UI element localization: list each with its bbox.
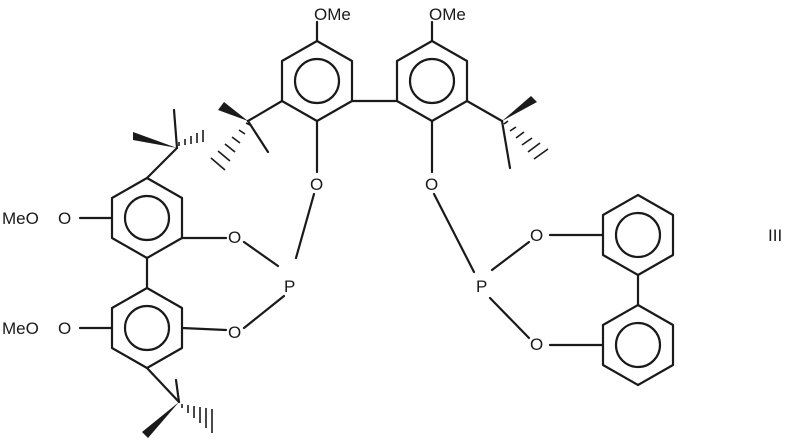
methoxy-oxygen-left-upper: O [58,209,71,228]
tert-butyl-left-lower [142,366,213,438]
oxygen-left-lower: O [228,323,241,342]
phosphorus-left: P [284,277,295,296]
bond-leftlower-oxygen [180,326,228,332]
tert-butyl-central-left [210,99,284,171]
bond-oxygen-rightlower-phosphorus [488,296,531,340]
phosphorus-right: P [476,277,487,296]
bond-oxygen-phosphorus-right [432,192,476,274]
bond-oxygen-rightupper-phosphorus [490,240,531,272]
compound-label: III [768,226,782,245]
right-lower-ring [601,303,675,387]
oxygen-bridge-right: O [425,175,438,194]
methoxy-top-left: OMe [314,5,351,24]
tert-butyl-left-upper [133,108,204,180]
oxygen-bridge-left: O [310,175,323,194]
bond-oxygen-leftupper-phosphorus [242,240,280,268]
bond-oxygen-phosphorus-left [294,192,316,260]
oxygen-left-upper: O [228,228,241,247]
central-ring-right [395,39,469,123]
oxygen-right-upper: O [530,226,543,245]
methoxy-top-right: OMe [429,5,466,24]
tert-butyl-central-right [465,96,549,170]
left-upper-ring [110,176,184,260]
methoxy-left-lower: MeO [2,319,39,338]
methoxy-left-upper: MeO [2,209,39,228]
bond-oxygen-leftlower-phosphorus [242,294,286,330]
right-upper-ring [601,193,675,277]
methoxy-oxygen-left-lower: O [58,319,71,338]
central-ring-left [280,39,354,123]
oxygen-right-lower: O [530,335,543,354]
left-lower-ring [110,286,184,370]
